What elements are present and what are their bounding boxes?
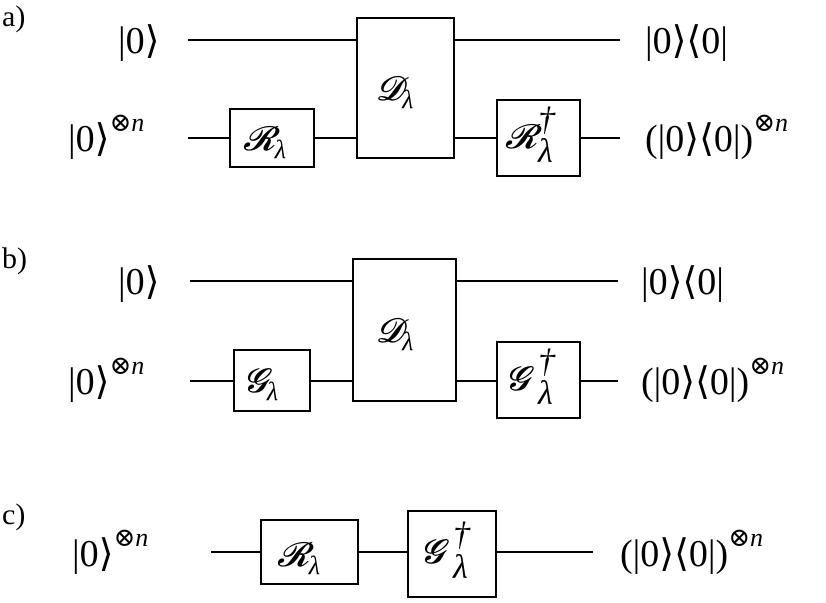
panel-a-right-gate-box <box>496 99 581 177</box>
panel-b-middle-gate-box <box>352 258 457 402</box>
panel-a-label: a) <box>2 0 25 33</box>
panel-c-left-gate-box <box>260 519 359 585</box>
panel-c-right-gate-box <box>407 510 497 598</box>
panel-a: a) |0⟩ |0⟩⊗n 𝓓λ 𝓡λ 𝓡 † λ |0⟩⟨0| (|0⟩⟨0|)… <box>2 0 788 177</box>
panel-c-left-gate-label: 𝓡λ <box>277 537 320 580</box>
panel-c-right-gate-sup: † <box>453 516 471 553</box>
panel-a-bottom-output: (|0⟩⟨0|)⊗n <box>645 108 788 160</box>
panel-b-bottom-input: |0⟩⊗n <box>68 351 144 403</box>
panel-b-right-gate-sup: † <box>538 343 556 380</box>
panel-b-top-output: |0⟩⟨0| <box>641 261 724 303</box>
panel-c: c) |0⟩⊗n 𝓡λ 𝓖 † λ (|0⟩⟨0|)⊗n <box>2 498 763 598</box>
panel-a-top-output: |0⟩⟨0| <box>645 20 728 62</box>
panel-b-bottom-output: (|0⟩⟨0|)⊗n <box>641 351 784 403</box>
panel-a-middle-gate-box <box>356 17 455 159</box>
panel-a-top-input: |0⟩ <box>118 20 159 62</box>
panel-b-left-gate-label: 𝓖λ <box>243 363 278 406</box>
panel-b: b) |0⟩ |0⟩⊗n 𝓓λ 𝓖λ 𝓖 † λ |0⟩⟨0| (|0⟩⟨0|)… <box>2 242 784 419</box>
panel-a-right-gate-sup: † <box>538 101 556 138</box>
panel-b-label: b) <box>2 242 27 275</box>
panel-a-right-gate-sub: λ <box>537 133 553 170</box>
panel-c-right-gate-sub: λ <box>452 549 468 586</box>
panel-c-output: (|0⟩⟨0|)⊗n <box>620 523 763 575</box>
panel-b-top-input: |0⟩ <box>118 261 159 303</box>
panel-c-input: |0⟩⊗n <box>72 523 148 575</box>
panel-c-label: c) <box>2 498 25 531</box>
panel-a-left-gate-label: 𝓡λ <box>243 121 286 164</box>
panel-b-left-gate-box <box>233 349 311 412</box>
panel-a-right-gate-label: 𝓡 <box>505 119 543 156</box>
panel-b-right-gate-box <box>496 341 581 419</box>
panel-b-right-gate-sub: λ <box>537 375 553 412</box>
panel-a-left-gate-box <box>229 108 315 168</box>
panel-a-bottom-input: |0⟩⊗n <box>68 108 144 160</box>
